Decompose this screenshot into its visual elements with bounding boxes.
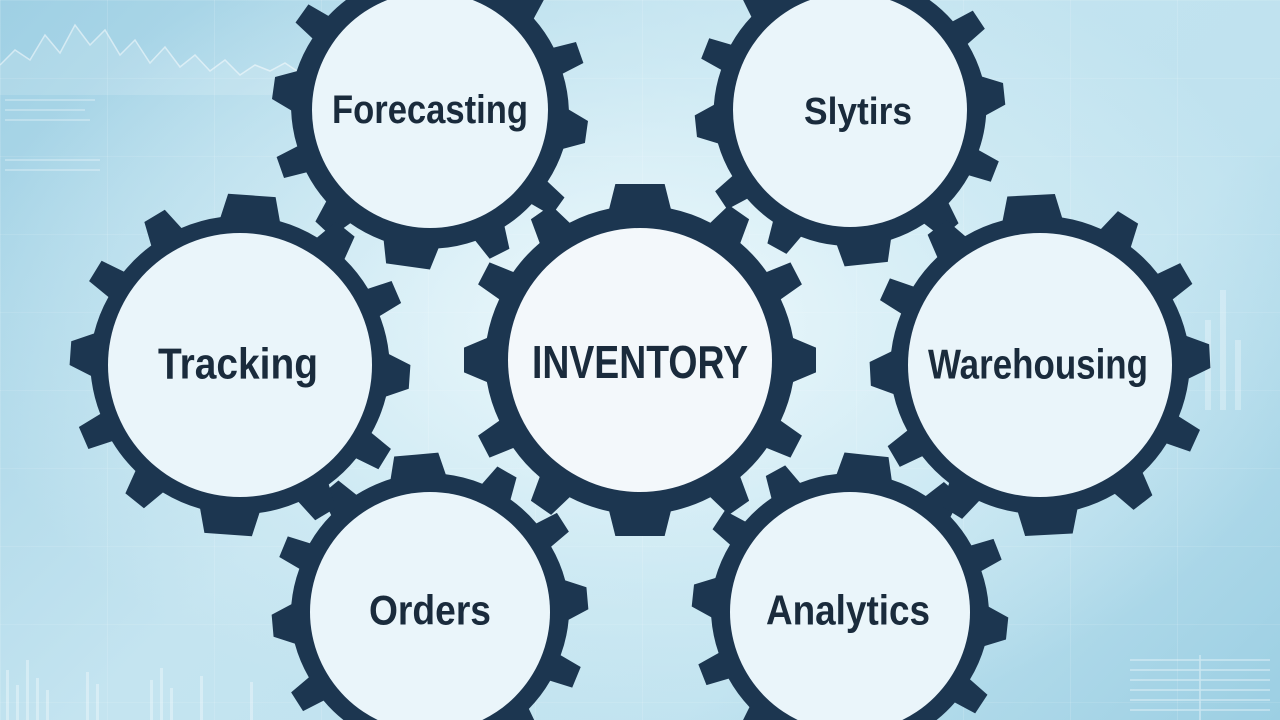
gear-label-tracking: Tracking: [158, 340, 318, 389]
gear-label-analytics: Analytics: [766, 587, 930, 634]
gear-label-top-right: Slytirs: [804, 91, 912, 133]
gear-face: [108, 233, 372, 497]
gear-face: [733, 0, 967, 227]
gear-inventory-center: INVENTORY: [464, 184, 816, 536]
gear-tracking: Tracking: [58, 183, 422, 547]
gear-face: [312, 0, 548, 228]
gear-warehousing: Warehousing: [861, 186, 1219, 544]
gear-analytics: Analytics: [676, 438, 1024, 720]
gear-face: [508, 228, 772, 492]
background-line-chart-top-left: [0, 23, 330, 95]
gear-label-forecasting: Forecasting: [332, 88, 528, 132]
gear-forecasting: Forecasting: [251, 0, 609, 289]
background-bar-chart-bottom-left: [6, 660, 253, 720]
background-table-bottom-right: [1130, 655, 1270, 720]
gear-face: [908, 233, 1172, 497]
gear-label-inventory: INVENTORY: [532, 336, 748, 388]
gear-label-orders: Orders: [369, 587, 491, 634]
gear-face: [310, 492, 550, 720]
gear-face: [730, 492, 970, 720]
gear-top-right: Slytirs: [679, 0, 1021, 281]
gear-orders: Orders: [258, 440, 602, 720]
background-table-top-left: [5, 99, 100, 171]
gear-label-warehousing: Warehousing: [928, 341, 1148, 388]
